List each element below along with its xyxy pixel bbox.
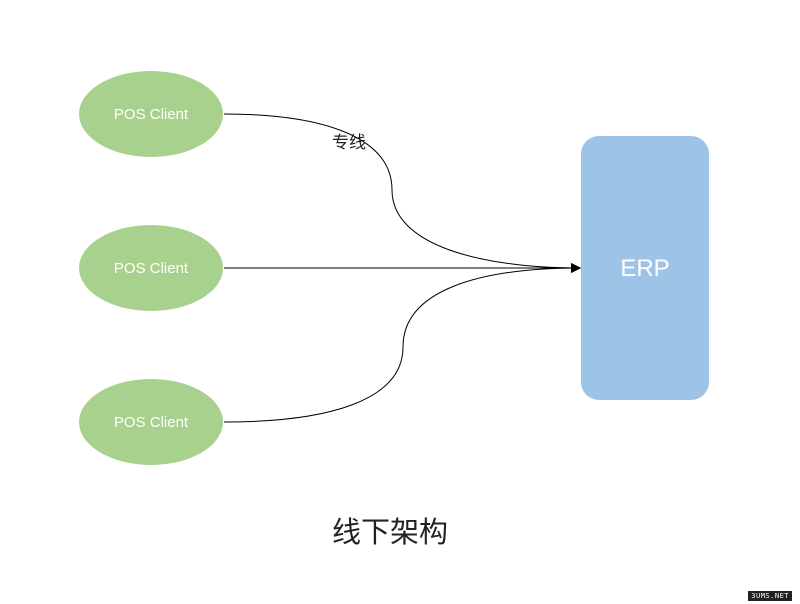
client-node-label: POS Client bbox=[114, 414, 189, 431]
diagram-caption: 线下架构 bbox=[332, 515, 448, 549]
client-node-shape bbox=[79, 225, 223, 311]
client-node-shape bbox=[79, 379, 223, 465]
connector-top-label: 专线 bbox=[332, 133, 366, 153]
client-node-3: POS Client bbox=[79, 379, 223, 465]
erp-node: ERP bbox=[581, 136, 709, 400]
connector-bottom bbox=[223, 263, 581, 423]
client-node-label: POS Client bbox=[114, 106, 189, 123]
watermark: 3UMS.NET bbox=[748, 591, 792, 601]
client-node-shape bbox=[79, 71, 223, 157]
connector-top bbox=[223, 113, 581, 273]
erp-node-label: ERP bbox=[620, 255, 669, 282]
client-node-2: POS Client bbox=[79, 225, 223, 311]
client-node-1: POS Client bbox=[79, 71, 223, 157]
erp-node-shape bbox=[581, 136, 709, 400]
client-node-label: POS Client bbox=[114, 260, 189, 277]
